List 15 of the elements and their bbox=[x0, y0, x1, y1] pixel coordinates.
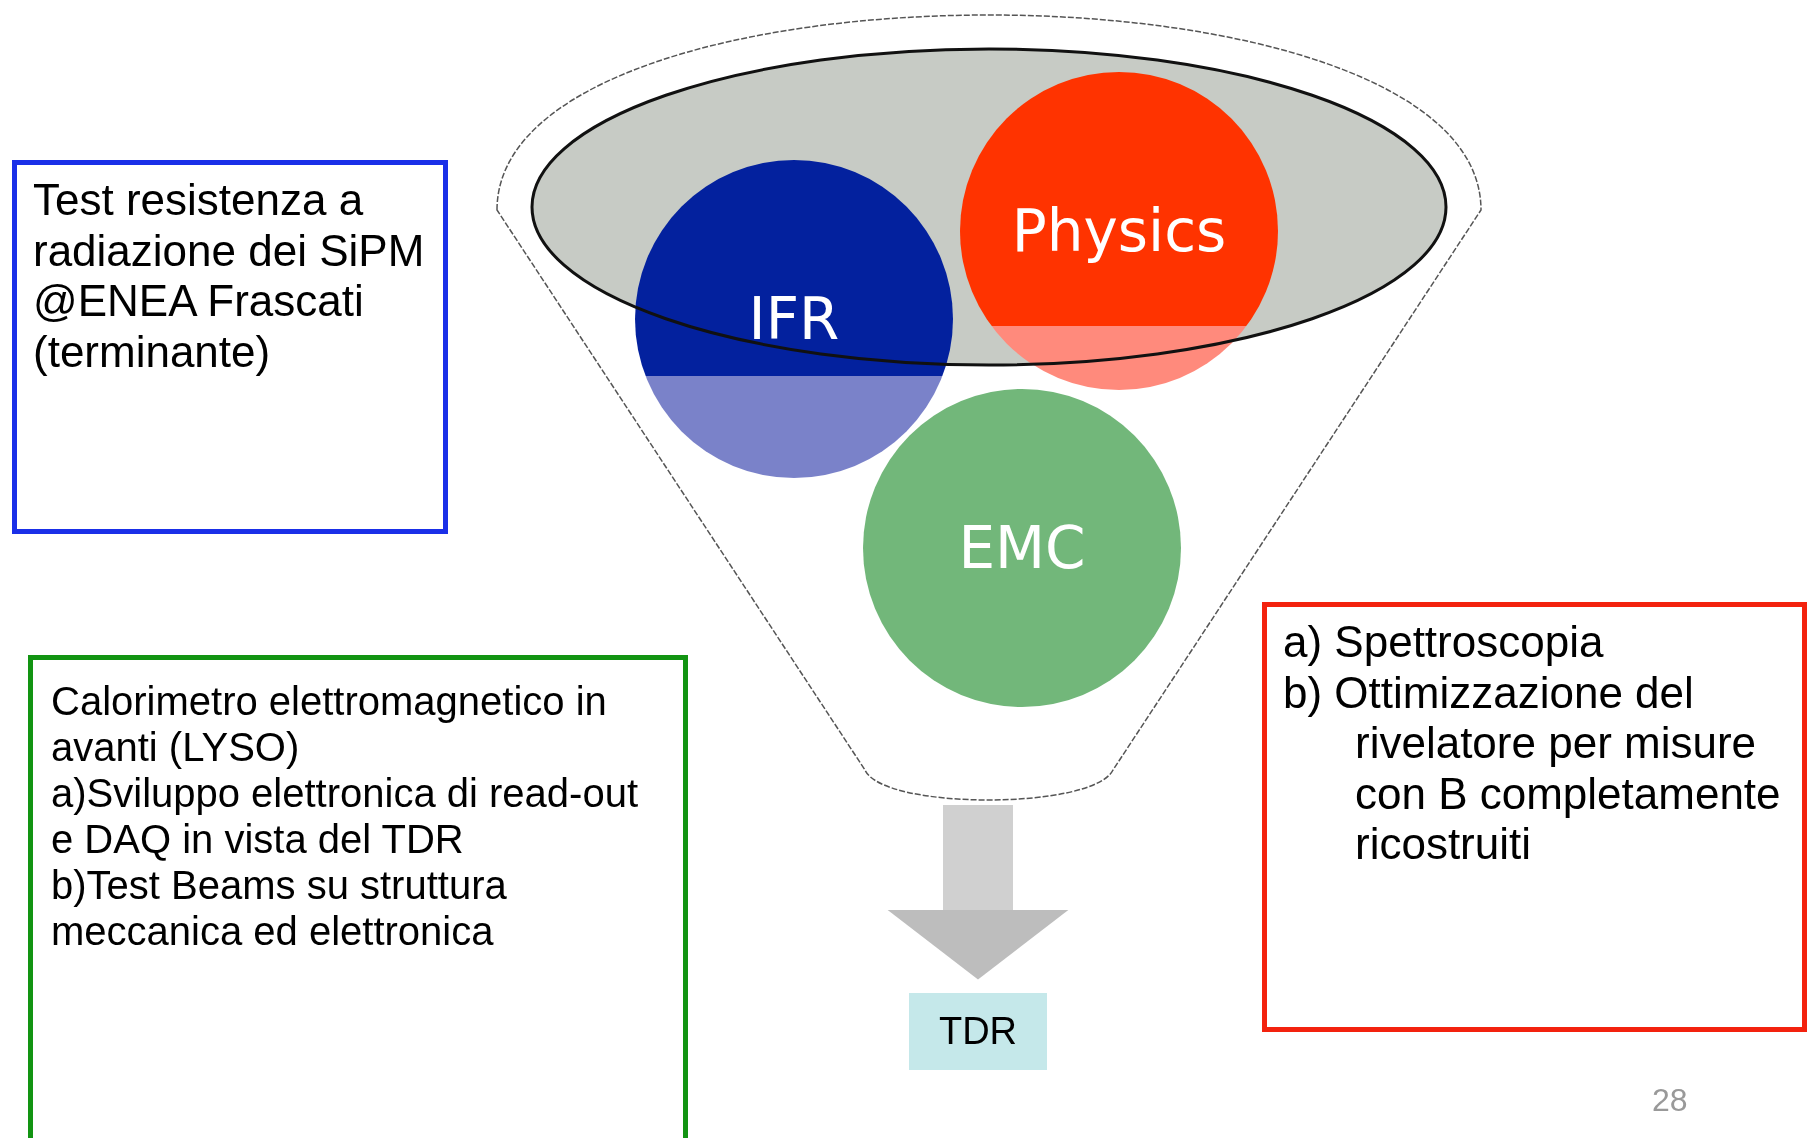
box-text: b)Test Beams su struttura meccanica ed elettronica bbox=[51, 862, 508, 954]
circle-label: EMC bbox=[958, 514, 1086, 582]
label-box bbox=[909, 993, 1047, 1070]
list-item: a) Spettroscopia bbox=[1283, 617, 1605, 668]
box-text: Calorimetro elettromagnetico in avanti (LYSO) bbox=[51, 678, 608, 770]
page-number: 28 bbox=[1652, 1082, 1688, 1119]
text-box bbox=[28, 655, 688, 1138]
list-item: b) Ottimizzazione del rivelatore per misure con B completamente ricostruiti bbox=[1283, 667, 1782, 870]
circle-label: Physics bbox=[1011, 197, 1227, 265]
box-text: Test resistenza a radiazione dei SiPM @ENEA Frascati (terminante) bbox=[33, 175, 426, 378]
text-box bbox=[1262, 602, 1807, 1032]
text-box bbox=[12, 160, 448, 534]
box-label: TDR bbox=[938, 1010, 1018, 1053]
circle-label: IFR bbox=[748, 285, 840, 353]
block-arrow bbox=[887, 805, 1069, 980]
